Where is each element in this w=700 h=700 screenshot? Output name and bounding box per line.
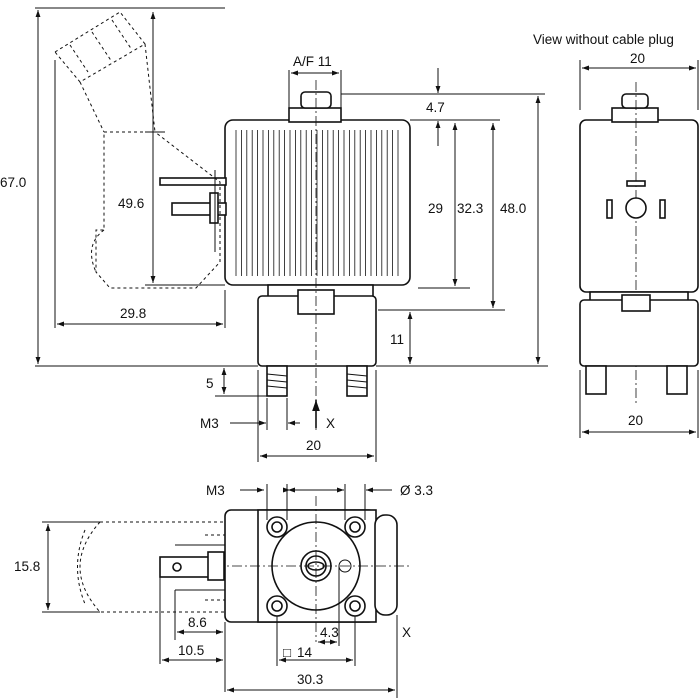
x-arrow-label: X bbox=[326, 416, 335, 431]
dim-20-right-top: 20 bbox=[630, 51, 645, 66]
dim-4-7: 4.7 bbox=[426, 100, 445, 115]
front-view bbox=[35, 7, 548, 462]
mount-holes bbox=[266, 516, 366, 617]
x-bottom-label: X bbox=[402, 625, 411, 640]
square-symbol: □ bbox=[283, 645, 291, 660]
dim-67-0: 67.0 bbox=[0, 175, 26, 190]
bottom-terminals bbox=[159, 544, 225, 591]
side-nut bbox=[611, 107, 659, 123]
dim-5: 5 bbox=[206, 376, 214, 391]
af-label: A/F 11 bbox=[293, 54, 332, 69]
bottom-cable-plug-outline bbox=[77, 521, 226, 613]
port-threads bbox=[266, 373, 368, 389]
dim-29-8: 29.8 bbox=[120, 306, 146, 321]
side-hex bbox=[621, 294, 651, 312]
side-view-without-plug bbox=[579, 60, 699, 438]
dim-8-6: 8.6 bbox=[188, 615, 207, 630]
bottom-nose bbox=[374, 514, 398, 616]
side-pin-top bbox=[626, 180, 646, 187]
side-cap bbox=[621, 93, 649, 109]
side-port-left bbox=[585, 365, 607, 395]
dim-20-right-bottom: 20 bbox=[628, 413, 643, 428]
coil-housing bbox=[224, 119, 411, 286]
spade-terminals bbox=[159, 170, 227, 252]
side-pin-right bbox=[659, 199, 666, 219]
coil-fins bbox=[235, 130, 399, 276]
m3-bottom-label: M3 bbox=[206, 483, 225, 498]
view-note: View without cable plug bbox=[533, 32, 674, 47]
dim-15-8: 15.8 bbox=[14, 559, 40, 574]
top-nut bbox=[288, 107, 342, 123]
dia-label: Ø 3.3 bbox=[400, 483, 433, 498]
m3-side-label: M3 bbox=[200, 416, 219, 431]
dim-32-3: 32.3 bbox=[457, 201, 483, 216]
dim-14: 14 bbox=[297, 645, 313, 660]
bottom-view bbox=[42, 484, 412, 698]
dim-4-3: 4.3 bbox=[320, 625, 339, 640]
dim-11: 11 bbox=[390, 332, 404, 347]
dim-20-front: 20 bbox=[306, 438, 321, 453]
side-port-right bbox=[666, 365, 688, 395]
side-pin-left bbox=[606, 199, 613, 219]
dim-10-5: 10.5 bbox=[178, 643, 204, 658]
dim-30-3: 30.3 bbox=[297, 672, 323, 687]
dim-49-6: 49.6 bbox=[118, 196, 144, 211]
dim-29: 29 bbox=[428, 201, 443, 216]
dim-48-0: 48.0 bbox=[500, 201, 526, 216]
side-connector-hole bbox=[625, 197, 647, 219]
cable-plug-outline bbox=[54, 11, 221, 289]
